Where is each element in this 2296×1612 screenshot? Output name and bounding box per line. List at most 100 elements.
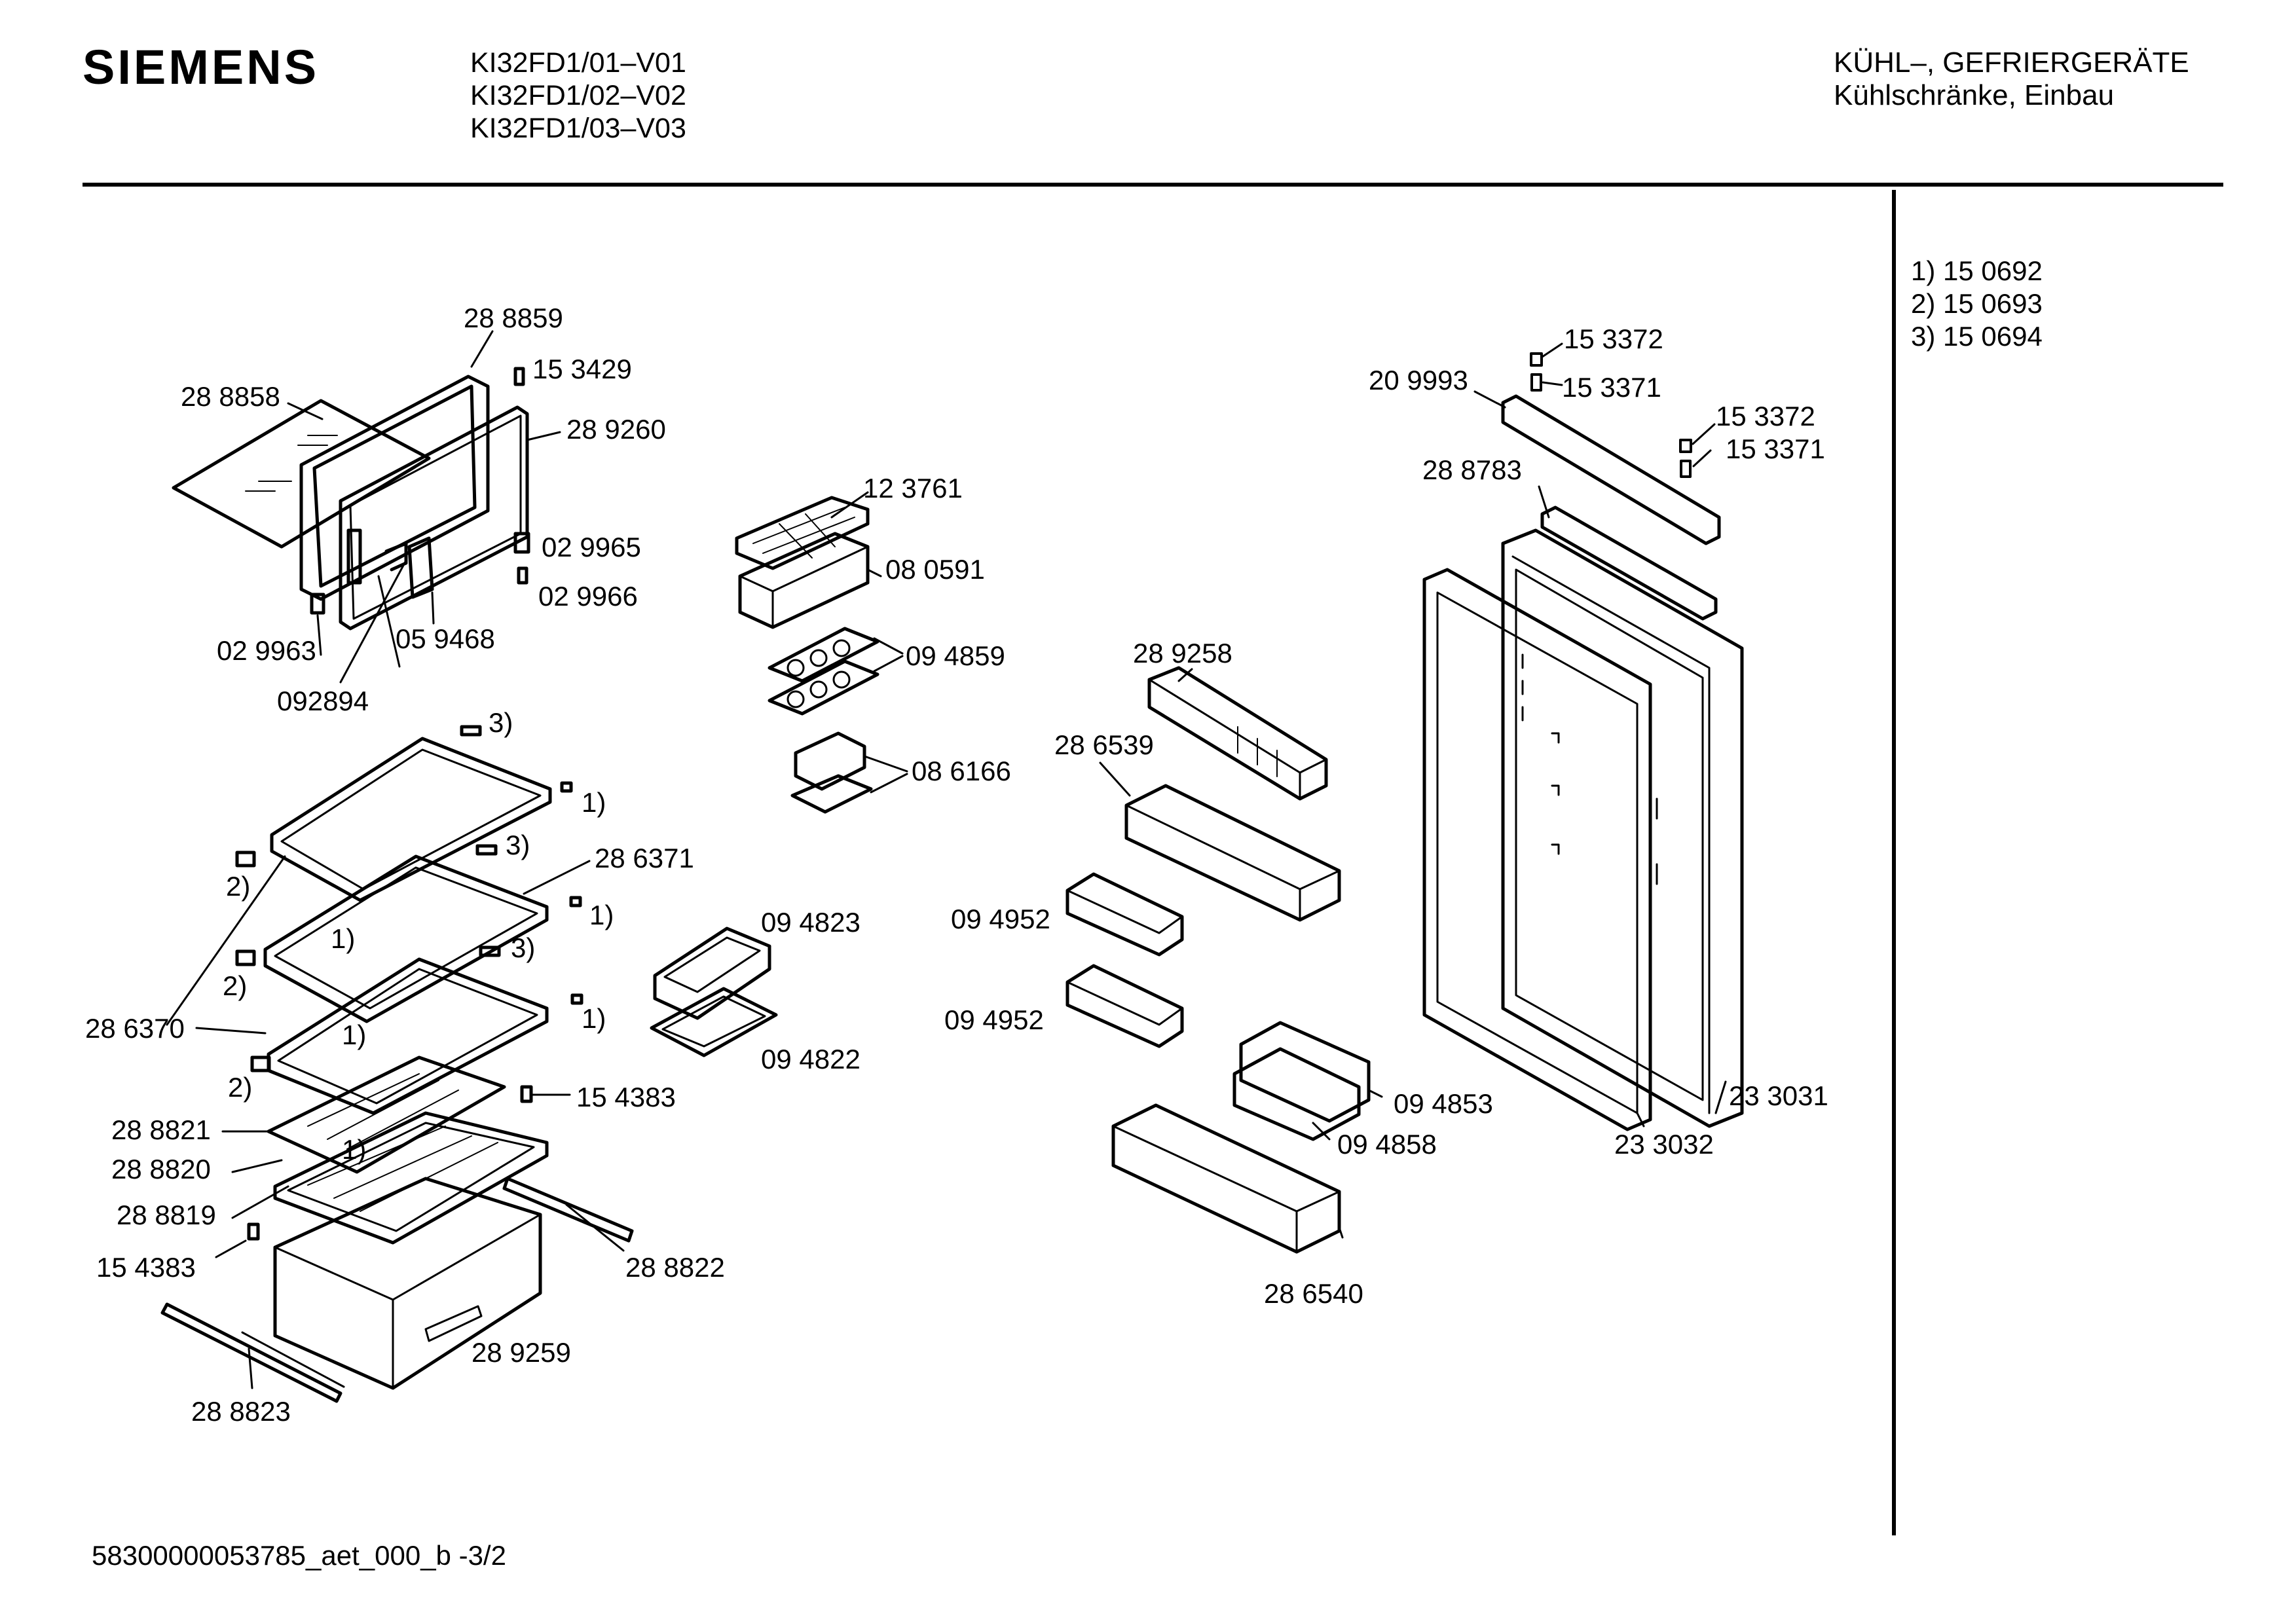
part-labels: 28 8859 15 3429 28 8858 28 9260 02 9965 …: [85, 302, 1828, 1427]
part-number-label: 15 3371: [1726, 433, 1825, 464]
part-number-label: 28 6371: [595, 843, 694, 873]
screw-icon: [1680, 460, 1692, 478]
bottle-rack: [1147, 666, 1328, 801]
egg-tray: [768, 627, 880, 683]
part-number-label: 28 8819: [117, 1200, 216, 1230]
part-number-label: 28 8820: [111, 1154, 211, 1184]
hinge-pin-icon: [513, 367, 525, 386]
door-hinge: [346, 528, 362, 585]
clip-icon: [569, 896, 582, 907]
category-title: KÜHL–, GEFRIERGERÄTE: [1834, 46, 2189, 79]
door-shelf-upper: [1124, 784, 1341, 922]
part-number-label: 28 9259: [472, 1337, 571, 1368]
part-number-label: 02 9966: [538, 581, 638, 612]
part-number-label: 15 4383: [576, 1082, 676, 1112]
footnote-ref: 1): [342, 1019, 366, 1050]
door-shelf-bottom: [1111, 1103, 1341, 1254]
dairy-box-lid: [653, 926, 771, 1020]
part-number-label: 20 9993: [1369, 365, 1468, 395]
part-number-label: 28 9258: [1133, 638, 1232, 669]
butter-dish-lid: [794, 731, 866, 791]
crisper-drawer: [273, 1177, 542, 1390]
footnote-ref: 3): [511, 932, 535, 963]
butter-dish-base: [790, 774, 873, 814]
freezer-door-assembly: [172, 367, 530, 631]
model-number: KI32FD1/02–V02: [470, 80, 686, 111]
footnote-ref: 1): [582, 1003, 606, 1034]
part-number-label: 15 3371: [1562, 372, 1661, 403]
shelf-glass-top: [270, 737, 552, 902]
part-number-label: 09 4858: [1337, 1129, 1437, 1160]
can-holder-flap: [1232, 1047, 1361, 1141]
footnote-ref: 1): [582, 787, 606, 818]
accessory-trays: [650, 496, 880, 1057]
leader-lines: [166, 330, 1727, 1389]
mounting-points: [1521, 653, 1658, 885]
shelf-glass-middle: [263, 854, 549, 1023]
bracket-icon: [384, 541, 408, 572]
clip-icon: [560, 781, 573, 793]
brand-logo: SIEMENS: [83, 40, 319, 94]
model-number: KI32FD1/01–V01: [470, 47, 686, 79]
screw-icon: [520, 1085, 533, 1103]
clip-icon: [479, 945, 501, 957]
footnote-ref: 2): [226, 871, 250, 902]
legend-entry: 1) 15 0692: [1911, 255, 2043, 286]
part-number-label: 08 6166: [912, 756, 1011, 786]
part-number-label: 28 8823: [191, 1396, 291, 1427]
part-number-label: 28 6539: [1054, 729, 1154, 760]
screw-icon: [513, 532, 530, 554]
part-number-label: 15 3372: [1716, 401, 1815, 431]
drawer-rail-right: [502, 1177, 634, 1243]
part-number-label: 08 0591: [885, 554, 985, 585]
footnote-ref: 1): [342, 1134, 366, 1165]
door-box-small: [1065, 872, 1184, 957]
part-number-label: 28 8821: [111, 1114, 211, 1145]
clip-icon: [250, 1055, 271, 1072]
footnote-ref: 3): [489, 707, 513, 738]
hinge-bracket: [1501, 394, 1721, 545]
door-insulation-panel: [172, 399, 431, 549]
part-number-label: 15 3372: [1564, 323, 1663, 354]
nut-icon: [1530, 352, 1543, 367]
door-handle: [407, 536, 434, 599]
part-number-label: 05 9468: [396, 623, 495, 654]
door-bins: [1065, 666, 1371, 1254]
part-number-label: 28 6540: [1264, 1278, 1363, 1309]
part-number-label: 09 4822: [761, 1044, 861, 1074]
part-number-label: 28 6370: [85, 1013, 185, 1044]
crisper-cover: [273, 1111, 549, 1245]
part-number-label: 15 3429: [532, 354, 632, 384]
legend-entry: 2) 15 0693: [1911, 288, 2043, 319]
footnote-ref: 1): [331, 923, 355, 954]
screw-icon: [1530, 373, 1542, 392]
part-number-label: 09 4859: [906, 640, 1005, 671]
header: SIEMENS KI32FD1/01–V01 KI32FD1/02–V02 KI…: [83, 40, 2189, 144]
dairy-box-base: [650, 987, 778, 1057]
door-gasket: [1422, 568, 1652, 1131]
clip-icon: [460, 725, 482, 737]
footnote-legend: 1) 15 0692 2) 15 0693 3) 15 0694: [1911, 255, 2043, 352]
ice-cube-tray: [735, 496, 870, 570]
document-id: 58300000053785_aet_000_b -3/2: [92, 1540, 506, 1571]
legend-entry: 3) 15 0694: [1911, 321, 2043, 352]
part-number-label: 28 8859: [464, 302, 563, 333]
part-number-label: 09 4952: [951, 904, 1050, 934]
part-number-label: 12 3761: [863, 473, 963, 504]
part-number-label: 092894: [277, 686, 369, 716]
part-number-label: 09 4853: [1394, 1088, 1493, 1119]
category-subtitle: Kühlschränke, Einbau: [1834, 79, 2114, 111]
part-number-label: 28 8783: [1422, 454, 1522, 485]
clip-icon: [475, 844, 498, 856]
shelf-grille: [267, 1055, 506, 1174]
spacer-icon: [310, 593, 325, 615]
clip-icon: [570, 993, 583, 1005]
fridge-door-assembly: [1422, 352, 1744, 1131]
part-number-label: 28 8822: [625, 1252, 725, 1283]
footnote-ref: 2): [228, 1072, 252, 1103]
screw-icon: [247, 1222, 260, 1241]
shelf-glass-lower: [267, 957, 549, 1115]
door-frame: [299, 375, 490, 601]
part-number-label: 02 9963: [217, 635, 316, 666]
